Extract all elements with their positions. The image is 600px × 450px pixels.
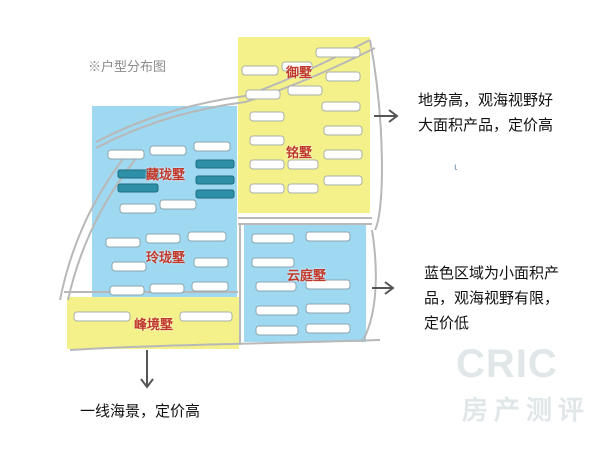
annotation-top-right-line-1: 地势高，观海视野好: [418, 91, 554, 109]
annotation-middle-right-line-2: 品，观海视野有限，: [424, 289, 560, 307]
houses-blue-left: [105, 141, 231, 296]
stray-mark: ι: [454, 162, 458, 173]
arrow-middle-right: [372, 281, 395, 295]
zone-label-yuntingshu: 云庭墅: [287, 269, 327, 284]
map-title: ※户型分布图: [88, 60, 167, 75]
annotation-middle-right-line-3: 定价低: [424, 314, 470, 332]
arrow-bottom: [140, 350, 154, 389]
watermark-logo: CRIC: [456, 342, 558, 386]
zone-label-yushu: 御墅: [286, 66, 313, 81]
houses-blue-left-highlight: [117, 159, 235, 199]
annotation-middle-right: 蓝色区域为小面积产 品，观海视野有限， 定价低: [424, 261, 559, 336]
zone-label-mingshu: 铭墅: [286, 146, 313, 161]
zone-label-fengjingshu: 峰境墅: [134, 318, 174, 333]
zone-yellow-bottom: [67, 297, 239, 349]
watermark-subtitle: 房产测评: [462, 396, 591, 426]
houses-blue-right: [251, 231, 351, 336]
annotation-top-right-line-2: 大面积产品，定价高: [418, 116, 554, 134]
annotation-top-right: 地势高，观海视野好 大面积产品，定价高: [418, 88, 553, 138]
zone-label-cangxianshu: 藏珑墅: [146, 168, 186, 183]
annotation-middle-right-line-1: 蓝色区域为小面积产: [424, 264, 560, 282]
houses-yellow-bottom: [73, 311, 233, 322]
zone-label-linglongshu: 玲珑墅: [146, 251, 186, 266]
annotation-bottom: 一线海景，定价高: [80, 402, 201, 420]
arrow-top-right: [374, 109, 399, 123]
houses-yellow-top: [241, 47, 363, 194]
